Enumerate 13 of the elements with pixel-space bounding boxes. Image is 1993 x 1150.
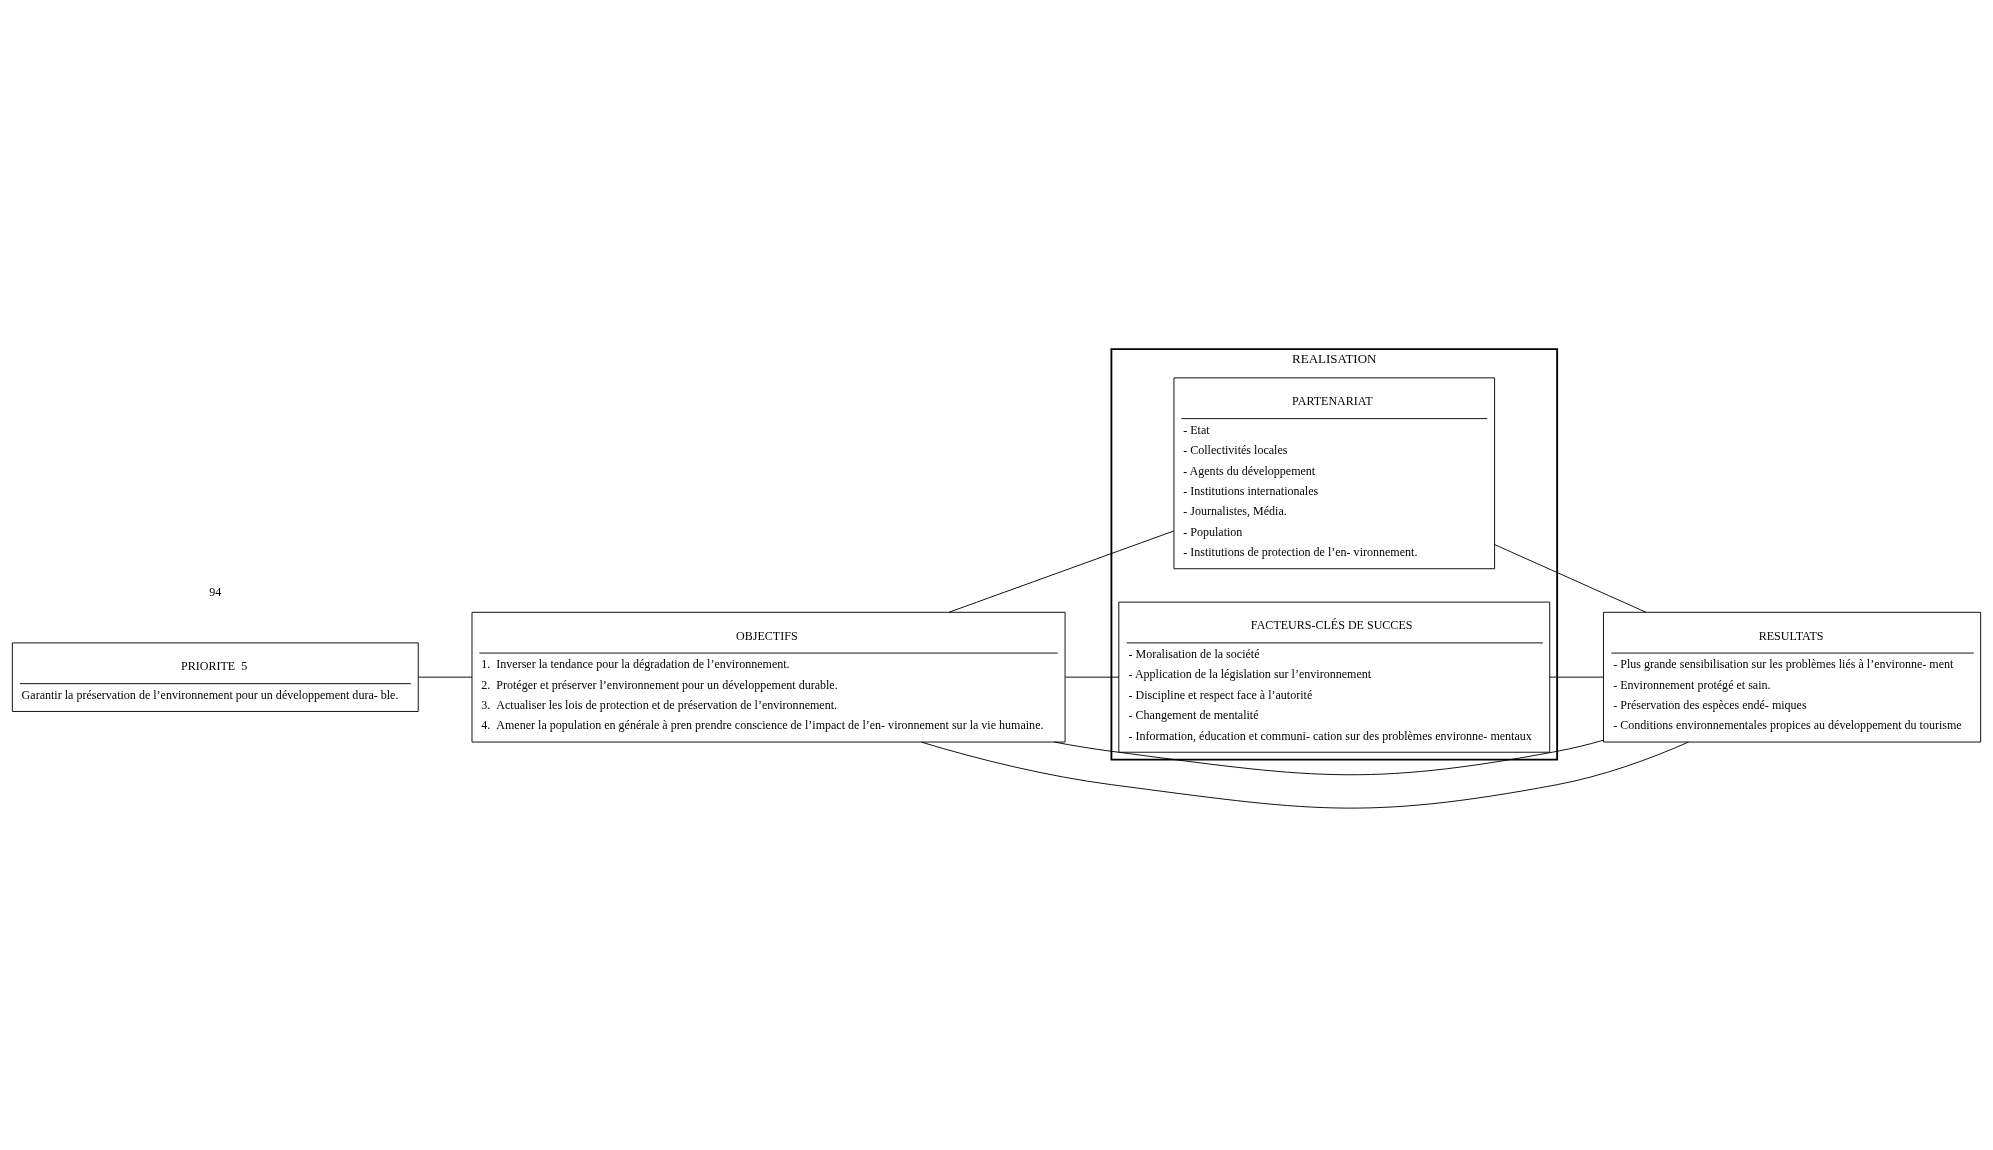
label: 94 (209, 584, 222, 599)
connector (948, 530, 1175, 613)
connector (920, 741, 1689, 809)
node-box: FACTEURS-CLÉS DE SUCCES - Moralisation de la société - Application de la législation sur l’environnement - Discipline et respect face à l’autorité - Changement de mentalité - Information, éducation et communi- cation sur des problèmes environne- mentaux (1118, 601, 1551, 753)
connector (1053, 739, 1604, 776)
connector (1494, 544, 1647, 613)
node-box: PARTENARIAT - Etat - Collectivités locales - Agents du développement - Institutions internationales - Journalistes, Média. - Population - Institutions de protection de l’en- vironnement. (1173, 377, 1496, 570)
connector (1065, 676, 1120, 678)
node-box: RESULTATS - Plus grande sensibilisation sur les problèmes liés à l’environne- ment - Environnement protégé et sain. - Préservation des espèces endé- miques - Conditions environnementales propices au développement du tourisme (1603, 611, 1982, 743)
node-box: OBJECTIFS 1. Inverser la tendance pour la dégradation de l’environnement. 2. Protéger et préserver l’environnement pour un développement durable. 3. Actualiser les lois de protection et de préservation de l’environnement. 4. Amener la population en générale à pren prendre conscience de l’impact de l’en- vironnement sur la vie humaine. (471, 611, 1066, 743)
connector (417, 676, 473, 678)
connector (1549, 676, 1604, 678)
node-box: PRIORITE 5 Garantir la préservation de l’environnement pour un développement dura- ble. (11, 642, 419, 712)
